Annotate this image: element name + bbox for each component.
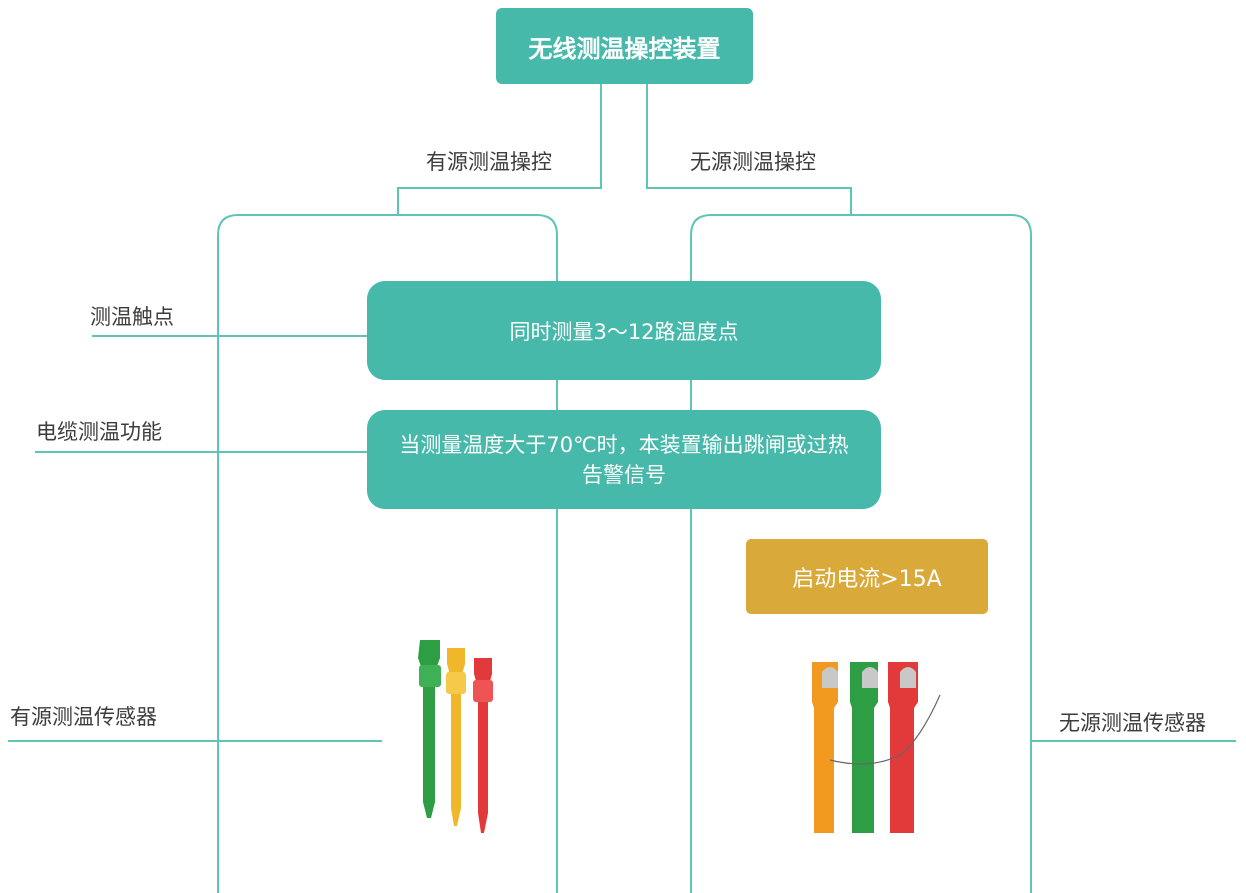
connector-root-to-active [397,84,602,215]
connector-root-to-passive [646,84,852,215]
feature-box-measure-points: 同时测量3～12路温度点 [367,281,881,380]
feature-label-cable-temp: 电缆测温功能 [36,420,162,444]
sensor-label-passive: 无源测温传感器 [1059,711,1206,735]
root-node-text: 无线测温操控装置 [528,34,721,63]
passive-note-text: 启动电流>15A [792,566,942,592]
connector-lines [8,84,1236,893]
passive-sensor-straps-icon [812,662,941,833]
feature-box-cable-temp: 当测量温度大于70℃时，本装置输出跳闸或过热告警信号 [367,410,881,509]
branch-label-active: 有源测温操控 [426,150,552,174]
feature-box-cable-temp-text: 当测量温度大于70℃时，本装置输出跳闸或过热告警信号 [399,432,849,487]
active-sensor-straps-icon [418,640,493,833]
active-branch-container [217,214,558,893]
feature-box-measure-points-text: 同时测量3～12路温度点 [509,319,739,344]
sensor-label-active: 有源测温传感器 [10,705,157,729]
passive-branch-container [690,214,1032,893]
branch-label-passive: 无源测温操控 [690,150,816,174]
root-node: 无线测温操控装置 [496,8,753,84]
feature-label-measure-points: 测温触点 [90,305,174,329]
passive-note-box: 启动电流>15A [746,539,988,614]
